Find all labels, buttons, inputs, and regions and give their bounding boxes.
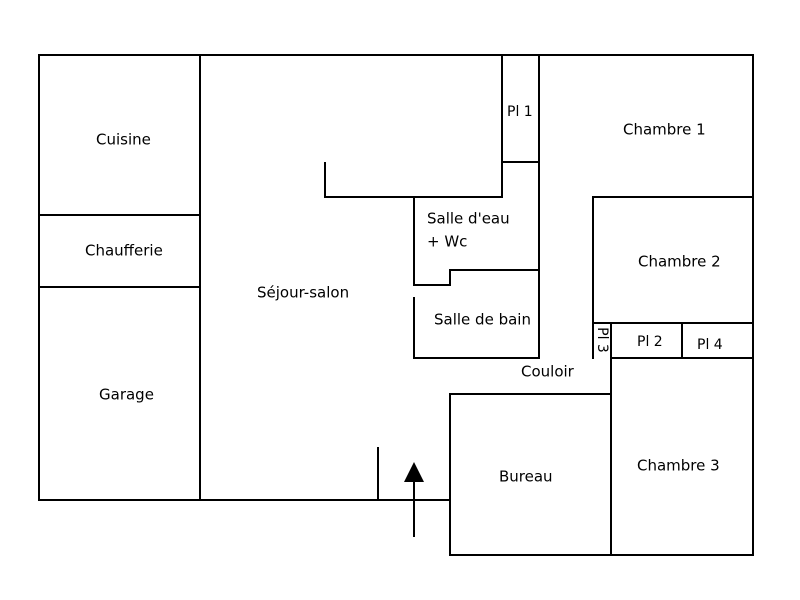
label-chaufferie: Chaufferie [85, 242, 163, 260]
label-salle-bain: Salle de bain [434, 311, 531, 329]
label-chambre1: Chambre 1 [623, 121, 706, 139]
label-cuisine: Cuisine [96, 131, 151, 149]
label-salle-eau-1: Salle d'eau [427, 210, 510, 228]
label-pl1: Pl 1 [507, 104, 533, 120]
room-garage [38, 286, 201, 501]
label-chambre3: Chambre 3 [637, 457, 720, 475]
label-chambre2: Chambre 2 [638, 253, 721, 271]
label-sejour: Séjour-salon [257, 284, 349, 302]
label-salle-eau-2: + Wc [427, 233, 467, 251]
label-garage: Garage [99, 386, 154, 404]
label-pl3: Pl 3 [594, 327, 610, 353]
label-bureau: Bureau [499, 468, 553, 486]
label-pl4: Pl 4 [697, 337, 723, 353]
label-pl2: Pl 2 [637, 334, 663, 350]
label-couloir: Couloir [521, 363, 575, 381]
